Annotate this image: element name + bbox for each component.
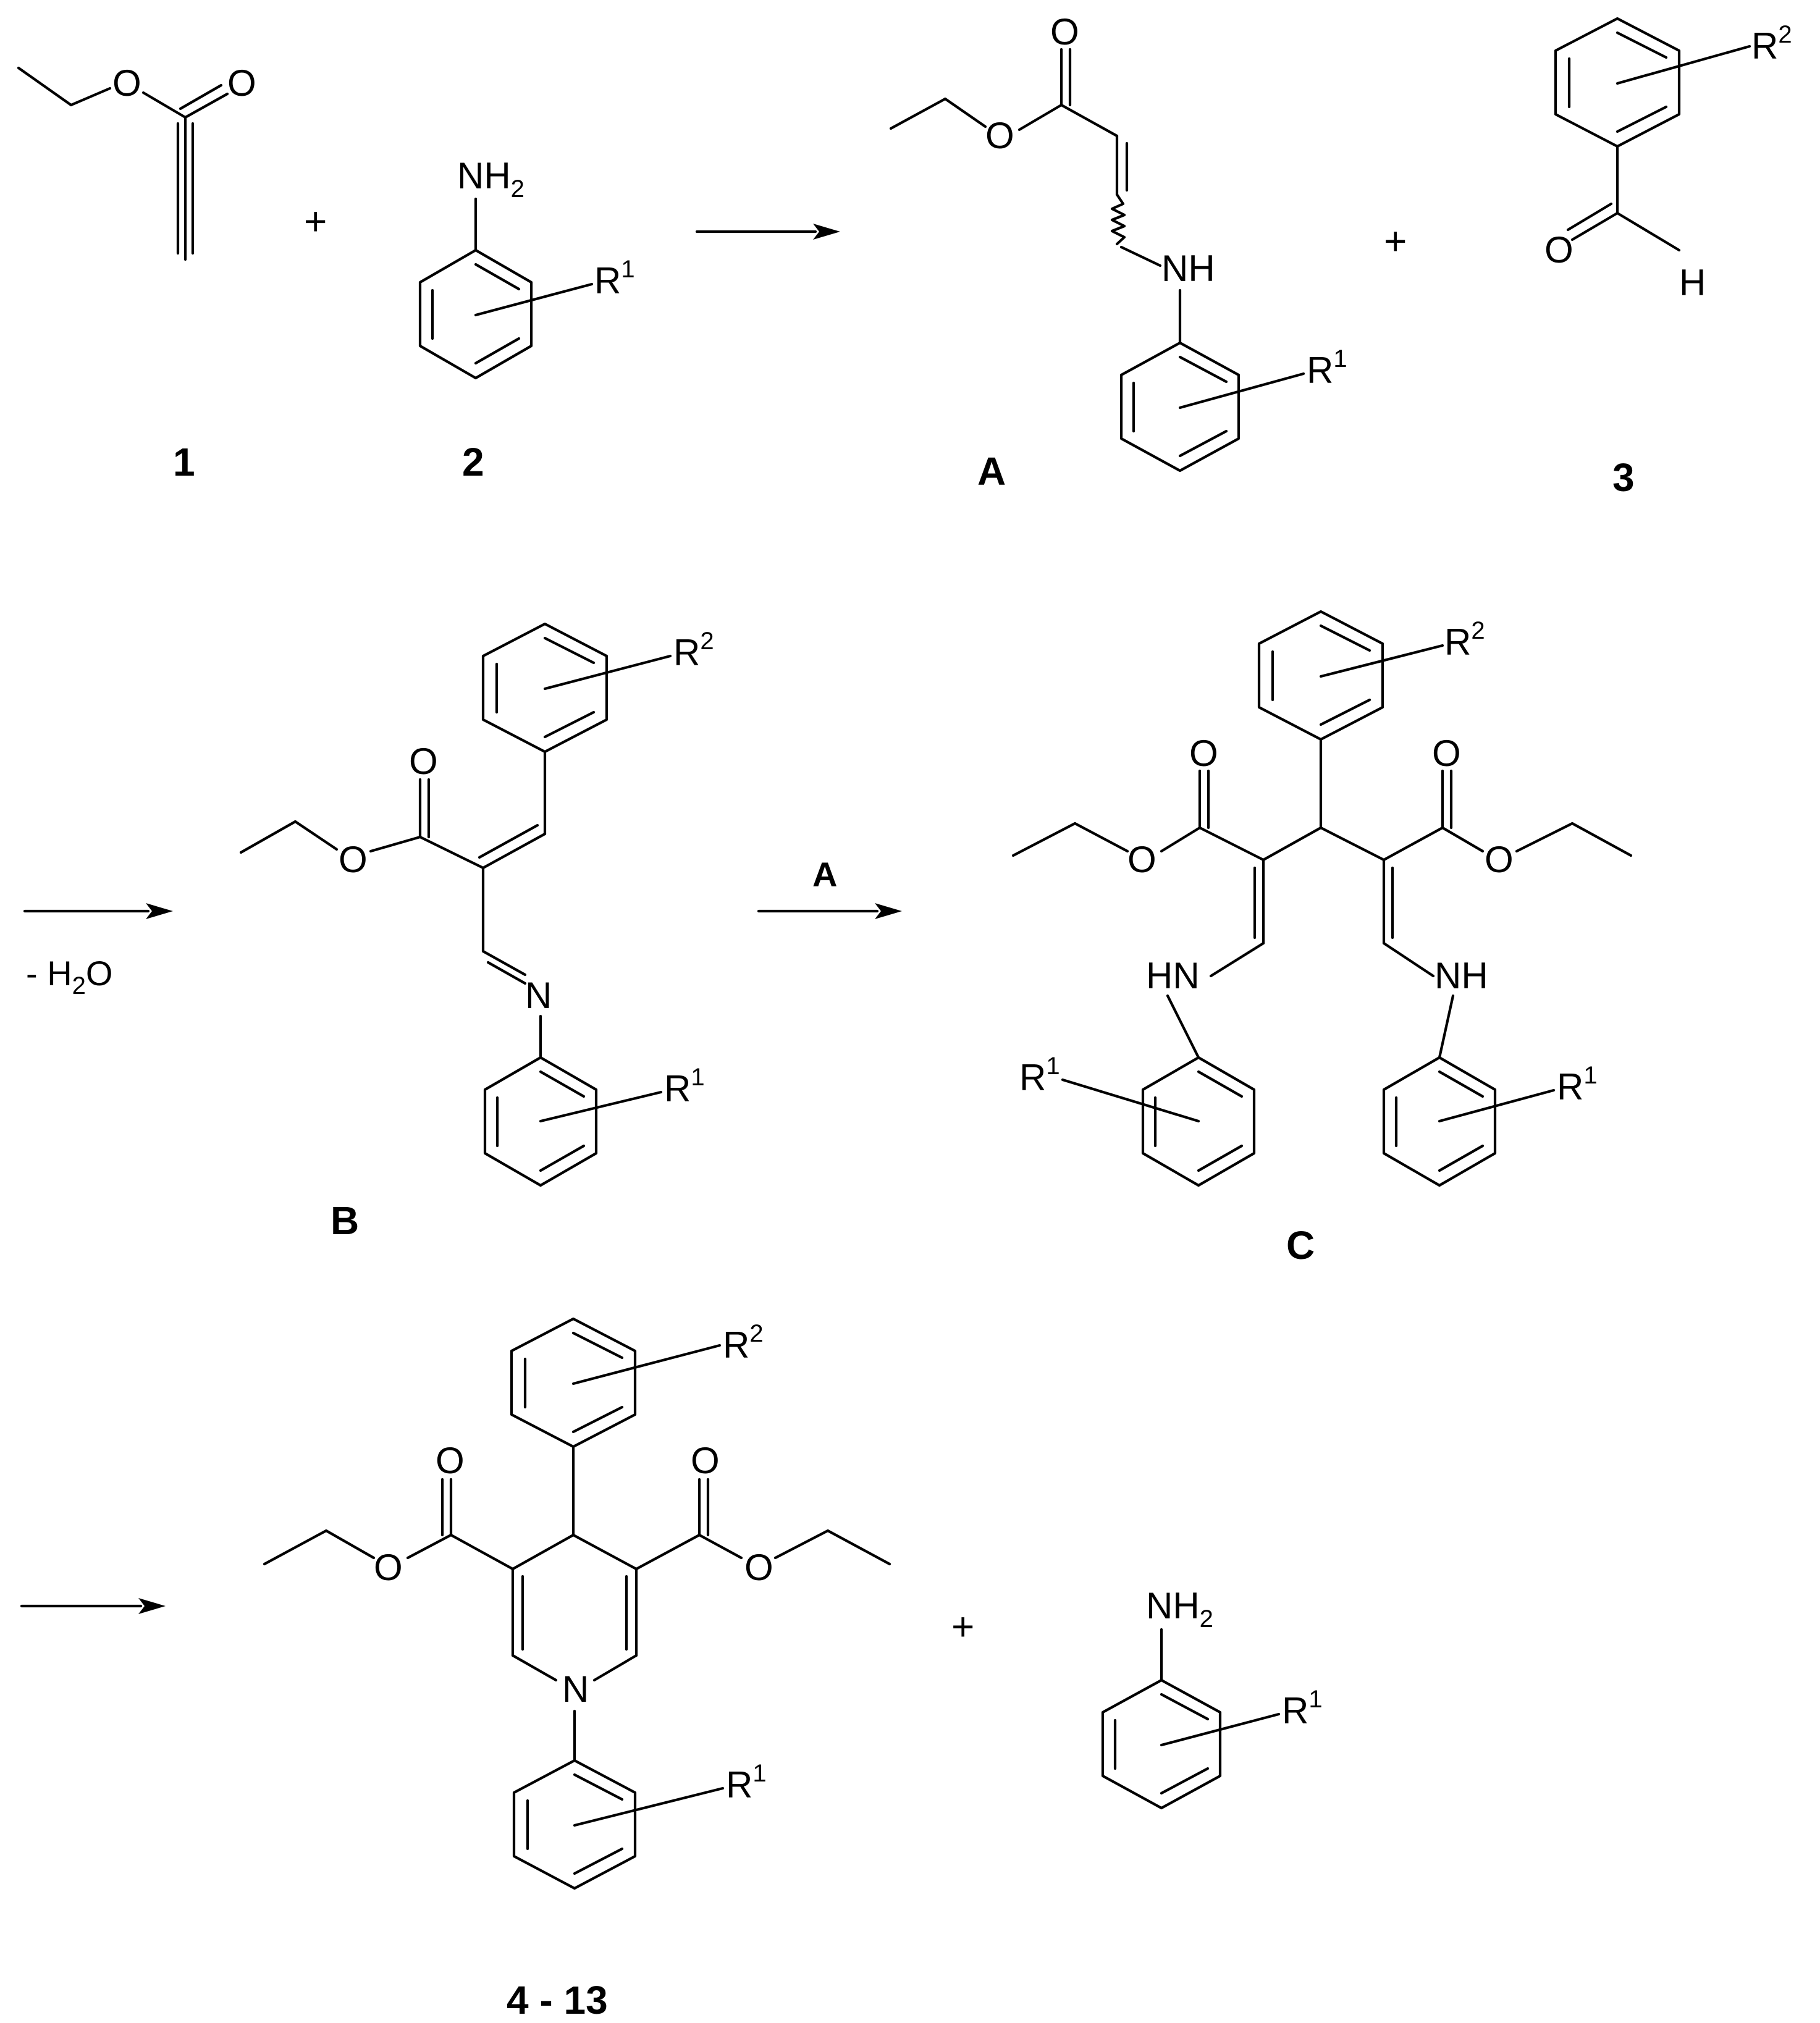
compound-2-structure: NH2 R1 bbox=[418, 155, 635, 380]
oxygen-label: O bbox=[1050, 11, 1079, 53]
oxygen-label: O bbox=[1189, 733, 1218, 774]
r1-label: R1 bbox=[594, 256, 635, 301]
nh-label: NH bbox=[1161, 248, 1215, 289]
r1-label: R1 bbox=[1557, 1062, 1598, 1108]
r1-label: R1 bbox=[726, 1760, 767, 1806]
r2-label: R2 bbox=[723, 1320, 764, 1366]
compound-label-1: 1 bbox=[173, 440, 195, 484]
oxygen-label: O bbox=[436, 1440, 465, 1481]
nitrogen-label: N bbox=[525, 975, 552, 1016]
oxygen-label: O bbox=[227, 62, 256, 104]
compound-label-C: C bbox=[1286, 1223, 1315, 1268]
r2-label: R2 bbox=[673, 628, 714, 673]
reaction-arrow-1 bbox=[695, 224, 840, 240]
condition-dehydration: - H2O bbox=[26, 954, 112, 999]
r1-label: R1 bbox=[1282, 1686, 1323, 1731]
r1-label: R1 bbox=[664, 1064, 705, 1109]
compound-A-structure: O O NH R1 bbox=[889, 11, 1347, 473]
oxygen-label: O bbox=[691, 1440, 720, 1481]
oxygen-label: O bbox=[1432, 733, 1461, 774]
nh-label: NH bbox=[1435, 955, 1488, 996]
compound-B-structure: R2 O O N R1 bbox=[239, 622, 714, 1187]
reaction-arrow-4 bbox=[20, 1598, 166, 1614]
r1-label: R1 bbox=[1019, 1053, 1060, 1098]
oxygen-label: O bbox=[112, 62, 141, 104]
amine-label: NH2 bbox=[1146, 1585, 1213, 1633]
nitrogen-label: N bbox=[562, 1668, 589, 1710]
oxygen-label: O bbox=[744, 1547, 773, 1588]
oxygen-label: O bbox=[374, 1547, 403, 1588]
compound-label-A: A bbox=[977, 449, 1006, 494]
hydrogen-label: H bbox=[1679, 262, 1706, 303]
r2-label: R2 bbox=[1444, 617, 1485, 663]
hn-label: HN bbox=[1146, 955, 1200, 996]
oxygen-label: O bbox=[985, 115, 1014, 156]
oxygen-label: O bbox=[1485, 839, 1514, 880]
reaction-arrow-2 bbox=[23, 903, 173, 919]
product-4-13-structure: R2 N O O O O R1 bbox=[263, 1317, 891, 1890]
condition-reagent-A: A bbox=[812, 855, 837, 894]
compound-label-4-13: 4 - 13 bbox=[507, 1978, 608, 2022]
plus-sign: + bbox=[951, 1604, 974, 1649]
plus-sign: + bbox=[1384, 219, 1407, 263]
compound-label-B: B bbox=[331, 1198, 359, 1243]
plus-sign: + bbox=[304, 199, 327, 243]
oxygen-label: O bbox=[1544, 229, 1574, 271]
compound-3-structure: R2 O H bbox=[1544, 17, 1792, 303]
compound-label-2: 2 bbox=[462, 440, 484, 484]
r1-label: R1 bbox=[1307, 345, 1347, 391]
compound-C-structure: R2 O O HN R1 O O NH bbox=[1011, 610, 1633, 1187]
oxygen-label: O bbox=[1127, 839, 1156, 880]
oxygen-label: O bbox=[409, 741, 438, 782]
r2-label: R2 bbox=[1751, 21, 1792, 67]
oxygen-label: O bbox=[339, 839, 368, 880]
compound-1-structure: O O bbox=[17, 62, 256, 261]
compound-label-3: 3 bbox=[1612, 455, 1635, 500]
amine-label: NH2 bbox=[457, 155, 525, 203]
aniline-byproduct-structure: NH2 R1 bbox=[1101, 1585, 1323, 1810]
reaction-arrow-3 bbox=[757, 903, 902, 919]
